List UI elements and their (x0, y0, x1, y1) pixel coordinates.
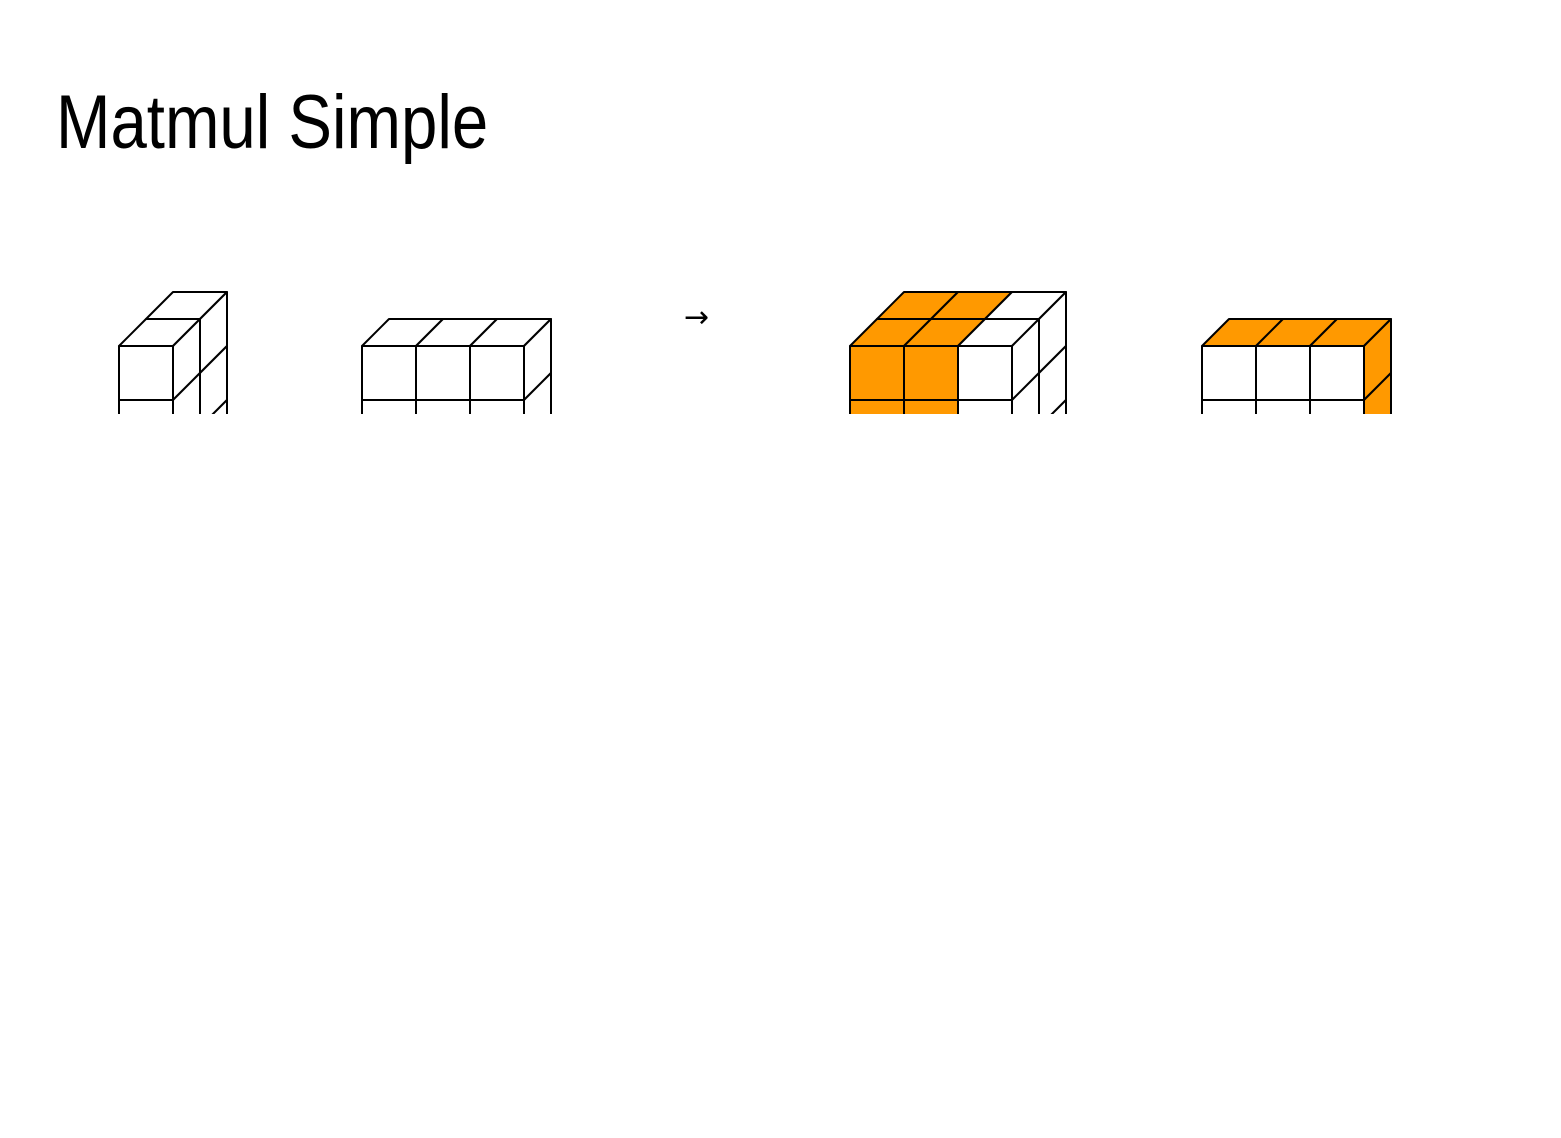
front-cell (469, 399, 525, 414)
front-cell (416, 454, 470, 508)
front-cell (470, 454, 524, 508)
tensor-b (361, 318, 552, 508)
front-cell (957, 345, 1013, 401)
side-cell (1363, 372, 1392, 414)
front-cell (1255, 345, 1311, 401)
front-cell (361, 345, 417, 401)
front-cell (1309, 345, 1365, 401)
front-cell (469, 345, 525, 401)
front-cell (958, 454, 1012, 508)
front-cell (903, 399, 959, 414)
front-cell (362, 454, 416, 508)
front-cell (118, 399, 174, 414)
front-cell (849, 345, 905, 401)
front-cell (904, 454, 958, 508)
right-arrow-icon: → (684, 300, 710, 335)
front-cell (903, 345, 959, 401)
front-cell (1309, 399, 1365, 414)
side-cell (1050, 399, 1067, 414)
front-cell (1201, 399, 1257, 414)
side-cell (524, 427, 551, 508)
side-cell (173, 427, 200, 508)
page-title: Matmul Simple (56, 80, 489, 165)
front-cell (1201, 345, 1257, 401)
front-cell (361, 399, 417, 414)
tensor-a (118, 291, 228, 508)
tensor-c (849, 291, 1067, 508)
front-cell (119, 454, 173, 508)
front-cell (849, 399, 905, 414)
front-cell (1255, 399, 1311, 414)
front-cell (1310, 454, 1364, 508)
side-cell (1364, 427, 1391, 508)
side-cell (523, 372, 552, 414)
front-cell (957, 399, 1013, 414)
front-cell (415, 399, 471, 414)
side-cell (1012, 427, 1039, 508)
side-cell (1011, 372, 1040, 414)
front-cell (118, 345, 174, 401)
side-cell (172, 372, 201, 414)
front-cell (1256, 454, 1310, 508)
front-cell (1202, 454, 1256, 508)
front-cell (850, 454, 904, 508)
side-cell (211, 399, 228, 414)
tensor-d (1201, 318, 1392, 508)
front-cell (415, 345, 471, 401)
